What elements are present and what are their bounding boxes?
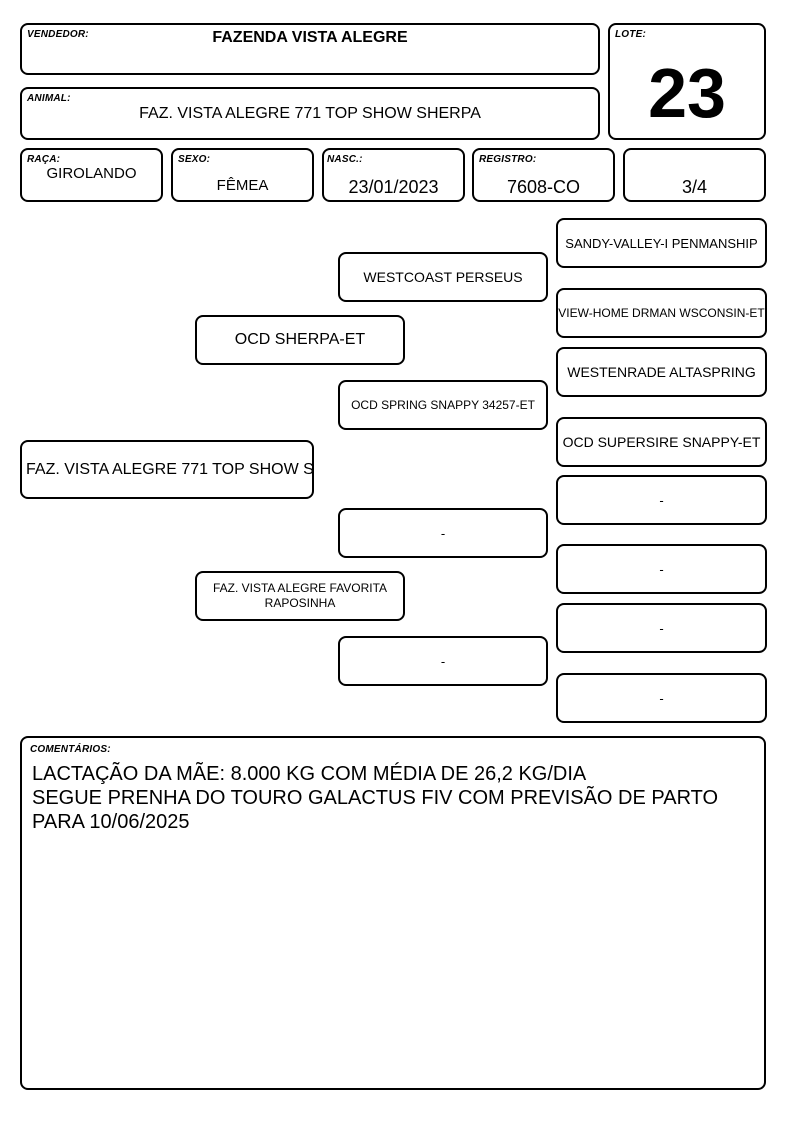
- pedigree-great-grandparent: VIEW-HOME DRMAN WSCONSIN-ET: [556, 288, 767, 338]
- breed-box: RAÇA: GIROLANDO: [20, 148, 163, 202]
- birth-date-label: NASC.:: [327, 154, 363, 165]
- blood-grade-value: 3/4: [681, 177, 708, 197]
- comments-text: LACTAÇÃO DA MÃE: 8.000 KG COM MÉDIA DE 2…: [32, 763, 719, 833]
- pedigree-great-grandparent: OCD SUPERSIRE SNAPPY-ET: [556, 417, 767, 467]
- sex-value: FÊMEA: [216, 177, 269, 194]
- seller-name: FAZENDA VISTA ALEGRE: [212, 29, 408, 46]
- pedigree-dam-sire: -: [338, 508, 548, 558]
- birth-date-box: NASC.: 23/01/2023: [322, 148, 465, 202]
- pedigree-great-grandparent: -: [556, 475, 767, 525]
- registry-label: REGISTRO:: [479, 154, 537, 165]
- sex-box: SEXO: FÊMEA: [171, 148, 314, 202]
- pedigree-sire-dam: OCD SPRING SNAPPY 34257-ET: [338, 380, 548, 430]
- comments-box: COMENTÁRIOS: LACTAÇÃO DA MÃE: 8.000 KG C…: [20, 736, 766, 1090]
- pedigree-dam-dam: -: [338, 636, 548, 686]
- lot-number: 23: [648, 54, 726, 132]
- breed-label: RAÇA:: [27, 154, 61, 165]
- animal-box: ANIMAL: FAZ. VISTA ALEGRE 771 TOP SHOW S…: [20, 87, 600, 140]
- pedigree-animal: FAZ. VISTA ALEGRE 771 TOP SHOW S: [20, 440, 314, 499]
- pedigree-great-grandparent: -: [556, 673, 767, 723]
- pedigree-great-grandparent: -: [556, 544, 767, 594]
- animal-label: ANIMAL:: [27, 93, 71, 104]
- pedigree-sire: OCD SHERPA-ET: [195, 315, 405, 365]
- registry-value: 7608-CO: [506, 177, 581, 197]
- seller-box: VENDEDOR: FAZENDA VISTA ALEGRE: [20, 23, 600, 75]
- pedigree-great-grandparent: WESTENRADE ALTASPRING: [556, 347, 767, 397]
- pedigree-sire-sire: WESTCOAST PERSEUS: [338, 252, 548, 302]
- lot-box: LOTE: 23: [608, 23, 766, 140]
- pedigree-great-grandparent: -: [556, 603, 767, 653]
- animal-name: FAZ. VISTA ALEGRE 771 TOP SHOW SHERPA: [139, 105, 481, 122]
- breed-value: GIROLANDO: [46, 165, 137, 182]
- sex-label: SEXO:: [178, 154, 211, 165]
- registry-box: REGISTRO: 7608-CO: [472, 148, 615, 202]
- birth-date-value: 23/01/2023: [348, 177, 439, 197]
- pedigree-dam: FAZ. VISTA ALEGRE FAVORITA RAPOSINHA: [195, 571, 405, 621]
- comments-label: COMENTÁRIOS:: [30, 744, 111, 755]
- seller-label: VENDEDOR:: [27, 29, 89, 40]
- pedigree-great-grandparent: SANDY-VALLEY-I PENMANSHIP: [556, 218, 767, 268]
- blood-grade-box: 3/4: [623, 148, 766, 202]
- lot-label: LOTE:: [615, 29, 646, 40]
